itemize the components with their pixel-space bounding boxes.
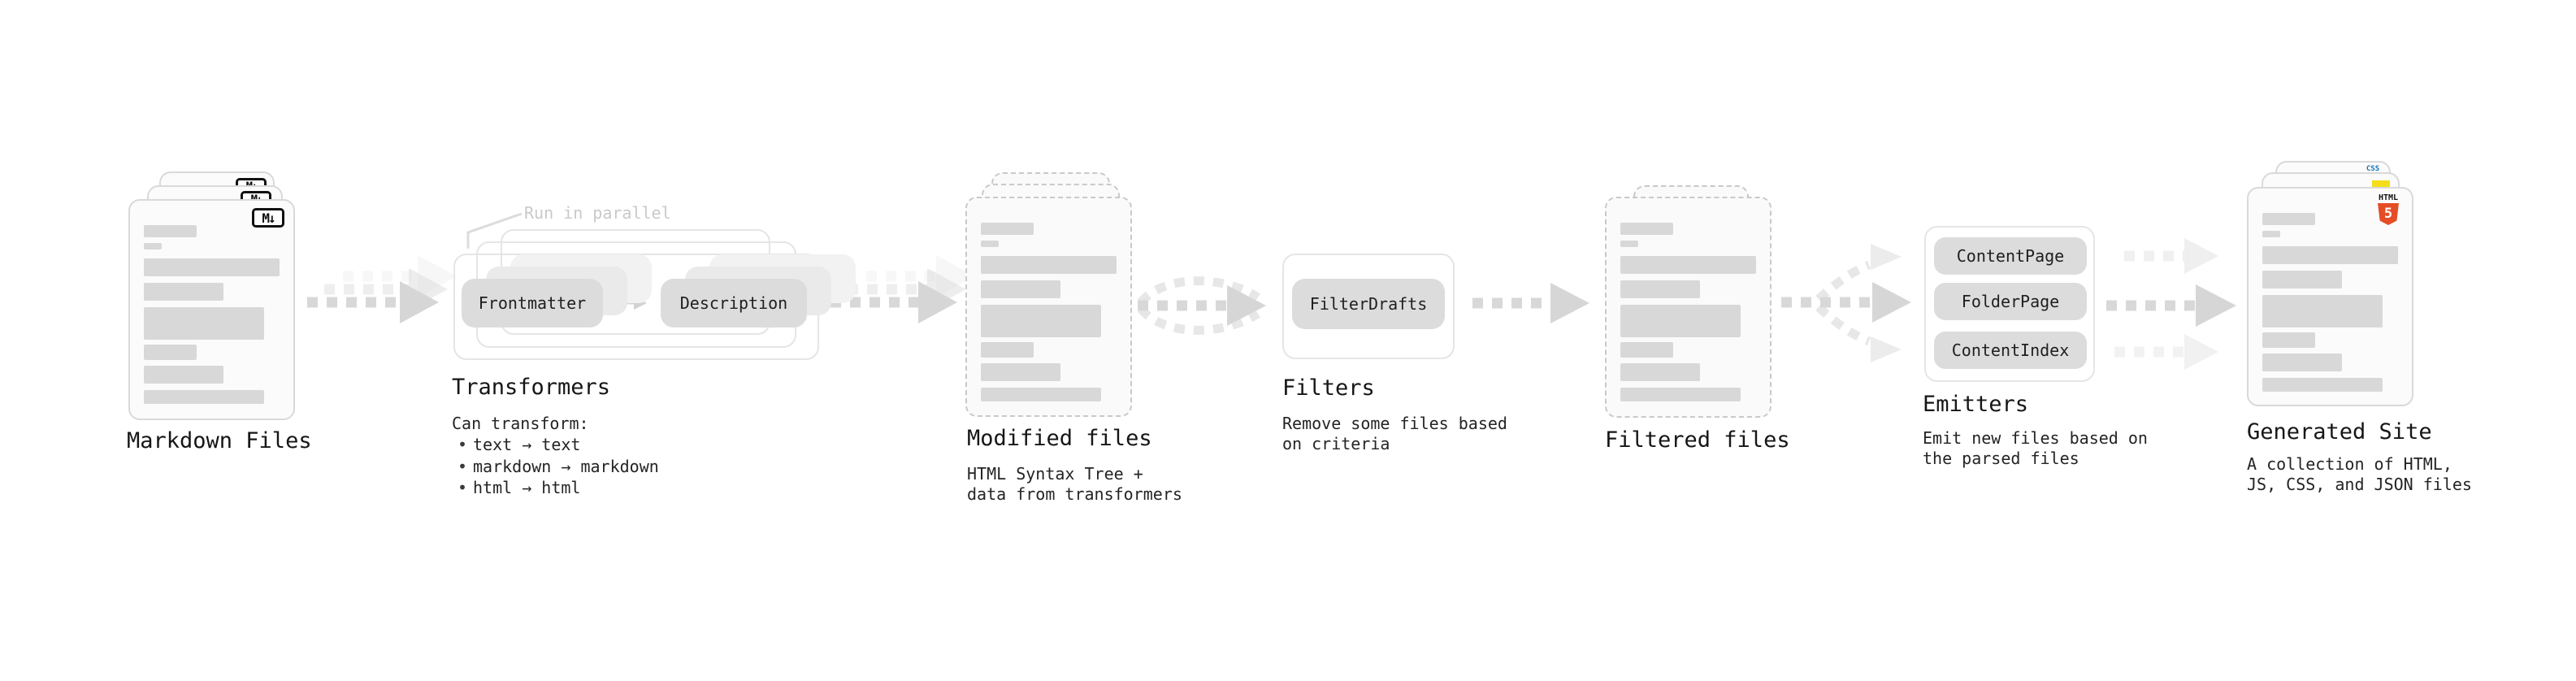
placeholder-bar [2262,378,2383,392]
placeholder-bar [2262,295,2383,327]
generated-site-title: Generated Site [2247,419,2432,445]
bullet-text: text → text [473,435,581,454]
transformer-description-pill: Description [661,279,807,327]
bullet-marker: • [457,457,468,476]
placeholder-bar [1620,342,1674,358]
css-icon-label: CSS [2366,165,2380,173]
placeholder-bar [2262,231,2281,237]
arrow-emitters-to-generated [2106,238,2236,370]
placeholder-bar [144,366,224,384]
placeholder-bar [144,258,280,276]
placeholder-bar [144,390,264,404]
arrow-modified-to-filters [1137,276,1266,335]
filtered-file-card [1605,197,1772,418]
emitters-desc-line2: the parsed files [1923,449,2079,468]
placeholder-bar [981,363,1061,381]
placeholder-bar [981,280,1061,298]
placeholder-bar [1620,241,1639,247]
markdown-icon: M↓ [252,208,284,228]
markdown-files-title: Markdown Files [127,428,312,453]
placeholder-bar [981,305,1101,337]
placeholder-bar [1620,363,1701,381]
filtered-files-title: Filtered files [1605,427,1790,453]
modified-files-title: Modified files [967,426,1152,451]
transformer-frontmatter-pill: Frontmatter [462,279,603,327]
run-in-parallel-connector [466,212,523,249]
placeholder-bar [1620,388,1741,401]
placeholder-bar [144,243,163,249]
placeholder-bar [144,345,197,360]
placeholder-bar [1620,223,1674,235]
placeholder-bar [981,342,1034,358]
emitters-title: Emitters [1923,392,2029,417]
placeholder-bar [144,307,264,340]
file-content-placeholder [1620,223,1760,401]
emitter-folderpage-pill: FolderPage [1934,283,2087,320]
emitter-contentpage-pill: ContentPage [1934,237,2087,275]
modified-files-desc-line2: data from transformers [967,484,1182,504]
transformers-title: Transformers [452,375,611,400]
transform-bullet-3: • html → html [452,478,580,497]
placeholder-bar [981,388,1101,401]
generated-site-desc-line1: A collection of HTML, [2247,454,2452,474]
placeholder-bar [144,283,224,301]
placeholder-bar [2262,213,2316,225]
transform-bullet-2: • markdown → markdown [452,457,659,476]
bullet-text: markdown → markdown [473,457,659,476]
bullet-marker: • [457,435,468,454]
placeholder-bar [144,225,197,237]
filters-title: Filters [1282,375,1375,401]
filter-drafts-pill: FilterDrafts [1292,279,1445,329]
generated-html-file-card: HTML 5 [2247,187,2413,406]
placeholder-bar [981,223,1034,235]
placeholder-bar [1620,256,1756,274]
placeholder-bar [981,241,1000,247]
run-in-parallel-note: Run in parallel [524,203,671,223]
placeholder-bar [2262,271,2343,288]
filters-desc-line2: on criteria [1282,434,1390,453]
file-content-placeholder [144,225,284,404]
transformers-desc-heading: Can transform: [452,414,589,433]
placeholder-bar [2262,246,2398,264]
modified-file-card [965,197,1132,417]
emitter-contentindex-pill: ContentIndex [1934,332,2087,369]
markdown-file-card: M↓ [128,199,295,420]
transform-bullet-1: • text → text [452,435,580,454]
arrow-markdown-to-transformers [307,255,457,323]
file-content-placeholder [981,223,1121,401]
bullet-text: html → html [473,478,581,497]
placeholder-bar [981,256,1117,274]
arrow-transformers-to-modified [830,255,975,323]
placeholder-bar [2262,332,2316,348]
generated-site-desc-line2: JS, CSS, and JSON files [2247,475,2472,494]
html5-icon-label: HTML [2378,193,2399,202]
placeholder-bar [1620,305,1741,337]
html5-icon: HTML 5 [2374,193,2402,225]
modified-files-desc-line1: HTML Syntax Tree + [967,464,1143,484]
emitters-desc-line1: Emit new files based on [1923,428,2148,448]
placeholder-bar [1620,280,1701,298]
arrow-filtered-to-emitters [1781,244,1911,362]
arrow-filters-to-filtered [1472,283,1589,323]
filters-desc-line1: Remove some files based [1282,414,1507,433]
file-content-placeholder [2262,213,2402,392]
placeholder-bar [2262,354,2343,371]
bullet-marker: • [457,478,468,497]
